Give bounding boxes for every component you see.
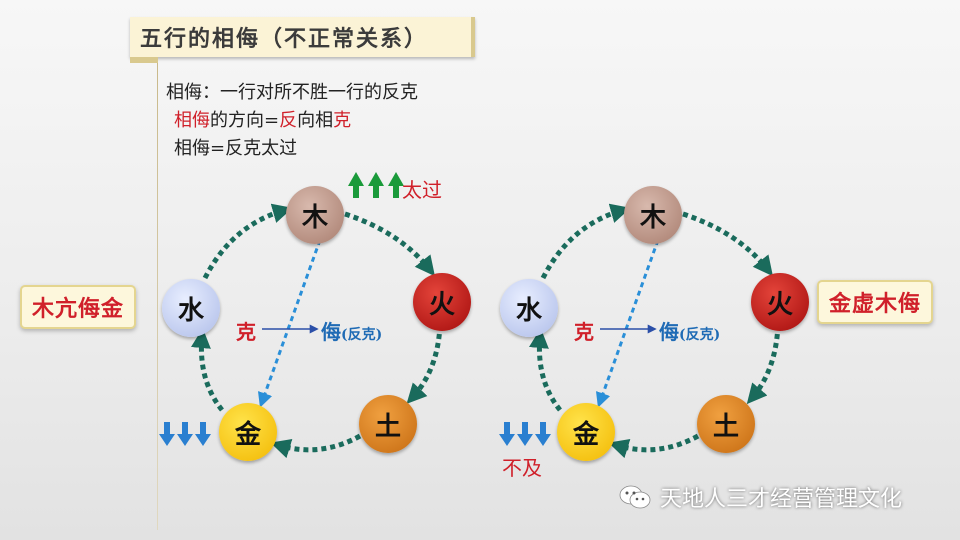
watermark-text: 天地人三才经营管理文化 [660, 487, 903, 512]
left-arrow-fire-earth [406, 324, 443, 404]
deficient-down-arrows-icon [499, 422, 551, 446]
left-node-water: 水 [162, 279, 220, 337]
page-title: 五行的相侮（不正常关系） [130, 17, 475, 57]
left-node-wood: 木 [286, 186, 344, 244]
left-arrow-water-wood [202, 203, 293, 280]
definition-line-3: 相侮=反克太过 [174, 138, 298, 159]
left-node-metal: 金 [219, 403, 277, 461]
definition-line-1: 相侮：一行对所不胜一行的反克 [166, 82, 418, 103]
title-tab [130, 57, 158, 63]
left-side-label: 木亢侮金 [20, 285, 137, 329]
left-node-earth: 土 [359, 395, 417, 453]
right-wu-label: 侮(反克) [659, 316, 720, 345]
left-wood-to-metal-overcome-arrow [257, 239, 322, 408]
definition-direction: 的方向= [210, 110, 280, 131]
right-arrow-water-wood [540, 203, 631, 280]
excess-up-arrows-icon [348, 172, 404, 198]
right-node-water: 水 [500, 279, 558, 337]
right-wu-text: 侮 [659, 320, 679, 344]
excess-label: 太过 [402, 178, 442, 202]
left-node-fire: 火 [413, 273, 471, 331]
definition-ke: 克 [333, 110, 352, 131]
left-wu-text: 侮 [321, 320, 341, 344]
right-side-label: 金虚木侮 [817, 280, 934, 324]
left-generation-cycle [190, 203, 443, 459]
right-wu-sub: (反克) [679, 327, 721, 343]
left-wu-sub: (反克) [341, 327, 383, 343]
right-ke-label: 克 [574, 320, 594, 344]
right-wood-to-metal-overcome-arrow [595, 239, 660, 408]
watermark: 天地人三才经营管理文化 [618, 480, 902, 514]
right-arrow-earth-metal [608, 433, 700, 459]
definition-line-2: 相侮的方向=反向相克 [174, 106, 351, 132]
right-generation-cycle [528, 203, 781, 459]
definition-xiangxiang: 向相 [297, 110, 334, 131]
left-rule [157, 60, 158, 530]
left-down-arrows-icon [159, 422, 211, 446]
left-arrow-wood-fire [344, 211, 435, 277]
definition-xiangwu: 相侮 [174, 110, 210, 131]
definition-fan: 反 [279, 110, 298, 131]
right-node-earth: 土 [697, 395, 755, 453]
left-wu-label: 侮(反克) [321, 316, 382, 345]
right-node-metal: 金 [557, 403, 615, 461]
left-arrow-earth-metal [270, 433, 362, 459]
deficient-label: 不及 [502, 456, 542, 480]
wechat-icon [619, 485, 651, 509]
right-arrow-wood-fire [682, 211, 773, 277]
left-arrow-metal-water [190, 328, 224, 412]
right-node-fire: 火 [751, 273, 809, 331]
right-node-wood: 木 [624, 186, 682, 244]
left-ke-label: 克 [236, 320, 256, 344]
right-arrow-fire-earth [746, 324, 781, 405]
right-arrow-metal-water [528, 328, 562, 412]
